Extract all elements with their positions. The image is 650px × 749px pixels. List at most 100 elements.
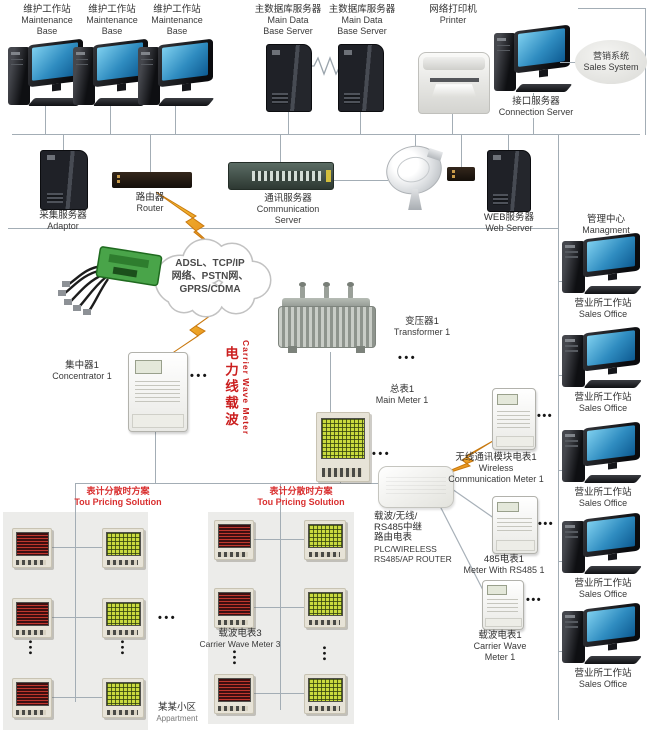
meter-link: [252, 539, 304, 540]
connection-server-computer: [494, 24, 574, 92]
sales-system-label-en: Sales System: [583, 62, 639, 72]
sales-office-computer-2: [562, 326, 644, 388]
en-text: Sales Office: [578, 309, 628, 319]
web-server: [487, 150, 531, 212]
more-devices-dots: •••: [190, 370, 210, 382]
en-text: Communication Meter 1: [448, 474, 544, 484]
lan-bus-line: [12, 134, 640, 135]
label-connection-server: 接口服务器 Connection Server: [488, 96, 584, 118]
label-wireless-meter: 无线通讯模块电表1 Wireless Communication Meter 1: [440, 452, 552, 485]
label-carrier-meter-1: 载波电表1 Carrier Wave Meter 1: [448, 630, 552, 663]
more-meters-vdots: •••: [116, 640, 127, 657]
en-text: Printer: [439, 15, 467, 25]
sales-system-bubble: 营销系统 Sales System: [575, 40, 647, 84]
drop-line: [461, 134, 462, 167]
en-text: Web Server: [485, 223, 533, 233]
sales-system-label-zh: 营销系统: [592, 51, 629, 61]
zh-text: 载波电表3: [218, 628, 262, 639]
en-text: Base Server: [263, 26, 313, 36]
tou-meter-yellow: [304, 674, 346, 714]
main-db-server-2: [338, 44, 384, 112]
zh-text: 维护工作站: [153, 4, 201, 15]
en-text: Connection Server: [498, 107, 574, 117]
concentrator-device: [128, 352, 188, 432]
label-adaptor: 采集服务器 Adaptor: [20, 210, 106, 232]
plc-ap-router-device: [378, 466, 454, 508]
en-text: Base: [36, 26, 58, 36]
zh-text: WEB服务器: [483, 212, 535, 223]
en-text: Meter 1: [484, 652, 516, 662]
carrier-meter-device: [482, 580, 524, 630]
label-concentrator: 集中器1 Concentrator 1: [40, 360, 124, 382]
cloud-text: 网络、PSTN网、: [171, 271, 249, 282]
label-plc-router: 载波/无线/ RS485中继 路由电表 PLC/WIRELESS RS485/A…: [374, 511, 466, 565]
zh-text: 网络打印机: [429, 4, 477, 15]
en-text: Transformer 1: [393, 327, 451, 337]
zh-text: 路由器: [135, 192, 165, 203]
drop-line: [415, 134, 416, 146]
sales-office-computer-5: [562, 602, 644, 664]
en-text: Sales Office: [578, 589, 628, 599]
en-text: Sales Office: [578, 403, 628, 413]
drop-line: [150, 134, 151, 172]
label-management: 管理中心 Managment: [566, 214, 646, 236]
label-sales-office-2: 营业所工作站 Sales Office: [558, 392, 648, 414]
tou-meter-yellow: [102, 598, 144, 638]
zh-text: 主数据库服务器: [328, 4, 396, 15]
maintenance-computer-2: [73, 38, 151, 106]
concentrator-drop: [155, 428, 156, 483]
cloud-text: GPRS/CDMA: [179, 284, 241, 295]
zh-text: 维护工作站: [88, 4, 136, 15]
tou-meter-dark: [12, 678, 52, 718]
more-devices-dots: •••: [538, 518, 555, 530]
zh-text: 表计分散时方案: [269, 486, 333, 496]
zh-text: 营业所工作站: [574, 668, 632, 679]
zh-text: 接口服务器: [512, 96, 560, 107]
rs485-meter-device: [492, 496, 538, 554]
zh-text: 营业所工作站: [574, 487, 632, 498]
zh-text: 营业所工作站: [574, 298, 632, 309]
tou-meter-dark: [214, 588, 254, 628]
more-devices-dots: •••: [537, 410, 554, 422]
management-trunk-line: [558, 134, 559, 720]
tou-meter-dark: [214, 520, 254, 560]
label-maintenance-3: 维护工作站 Maintenance Base: [142, 4, 212, 37]
zh-text: 载波/无线/: [374, 511, 418, 522]
zh-text: 主数据库服务器: [254, 4, 322, 15]
switch-satellite-link: [332, 180, 388, 181]
satellite-dish-icon: [381, 139, 447, 212]
dashed-drop-line: [533, 88, 534, 96]
tou-meter-dark: [12, 598, 52, 638]
zh-text: 集中器1: [65, 360, 99, 371]
main-db-server-1: [266, 44, 312, 112]
label-sales-office-4: 营业所工作站 Sales Office: [558, 578, 648, 600]
label-main-db-2: 主数据库服务器 Main Data Base Server: [324, 4, 400, 37]
zh-text: 管理中心: [586, 214, 625, 225]
zone2-bus: [280, 484, 281, 710]
en-text: Concentrator 1: [52, 371, 112, 381]
more-zones-dots: •••: [158, 612, 178, 624]
en-text: Main Data: [267, 15, 309, 25]
en-text: Sales Office: [578, 498, 628, 508]
transformer-icon: [278, 282, 378, 354]
en-text: Sales Office: [578, 679, 628, 689]
transformer-meter-line: [330, 352, 331, 412]
label-maintenance-1: 维护工作站 Maintenance Base: [12, 4, 82, 37]
zh-text: 采集服务器: [39, 210, 87, 221]
en-text: Base: [101, 26, 123, 36]
label-main-meter: 总表1 Main Meter 1: [362, 384, 442, 406]
label-apartment: 某某小区 Appartment: [148, 702, 206, 724]
carrier-wave-label-en: Carrier Wave Meter: [241, 340, 251, 436]
zh-text: 通讯服务器: [264, 193, 312, 204]
zh-text: 营业所工作站: [574, 392, 632, 403]
en-text: Maintenance: [86, 15, 138, 25]
wireless-meter-device: [492, 388, 536, 450]
frame-right-line: [645, 8, 646, 135]
router-device: [112, 172, 192, 188]
en-text: Server: [274, 215, 302, 225]
zh-text: 表计分散时方案: [86, 486, 150, 496]
more-devices-dots: •••: [398, 352, 418, 364]
en-text: Wireless: [478, 463, 514, 473]
en-text: Tou Pricing Solution: [74, 497, 162, 507]
en-text: Appartment: [156, 714, 198, 723]
